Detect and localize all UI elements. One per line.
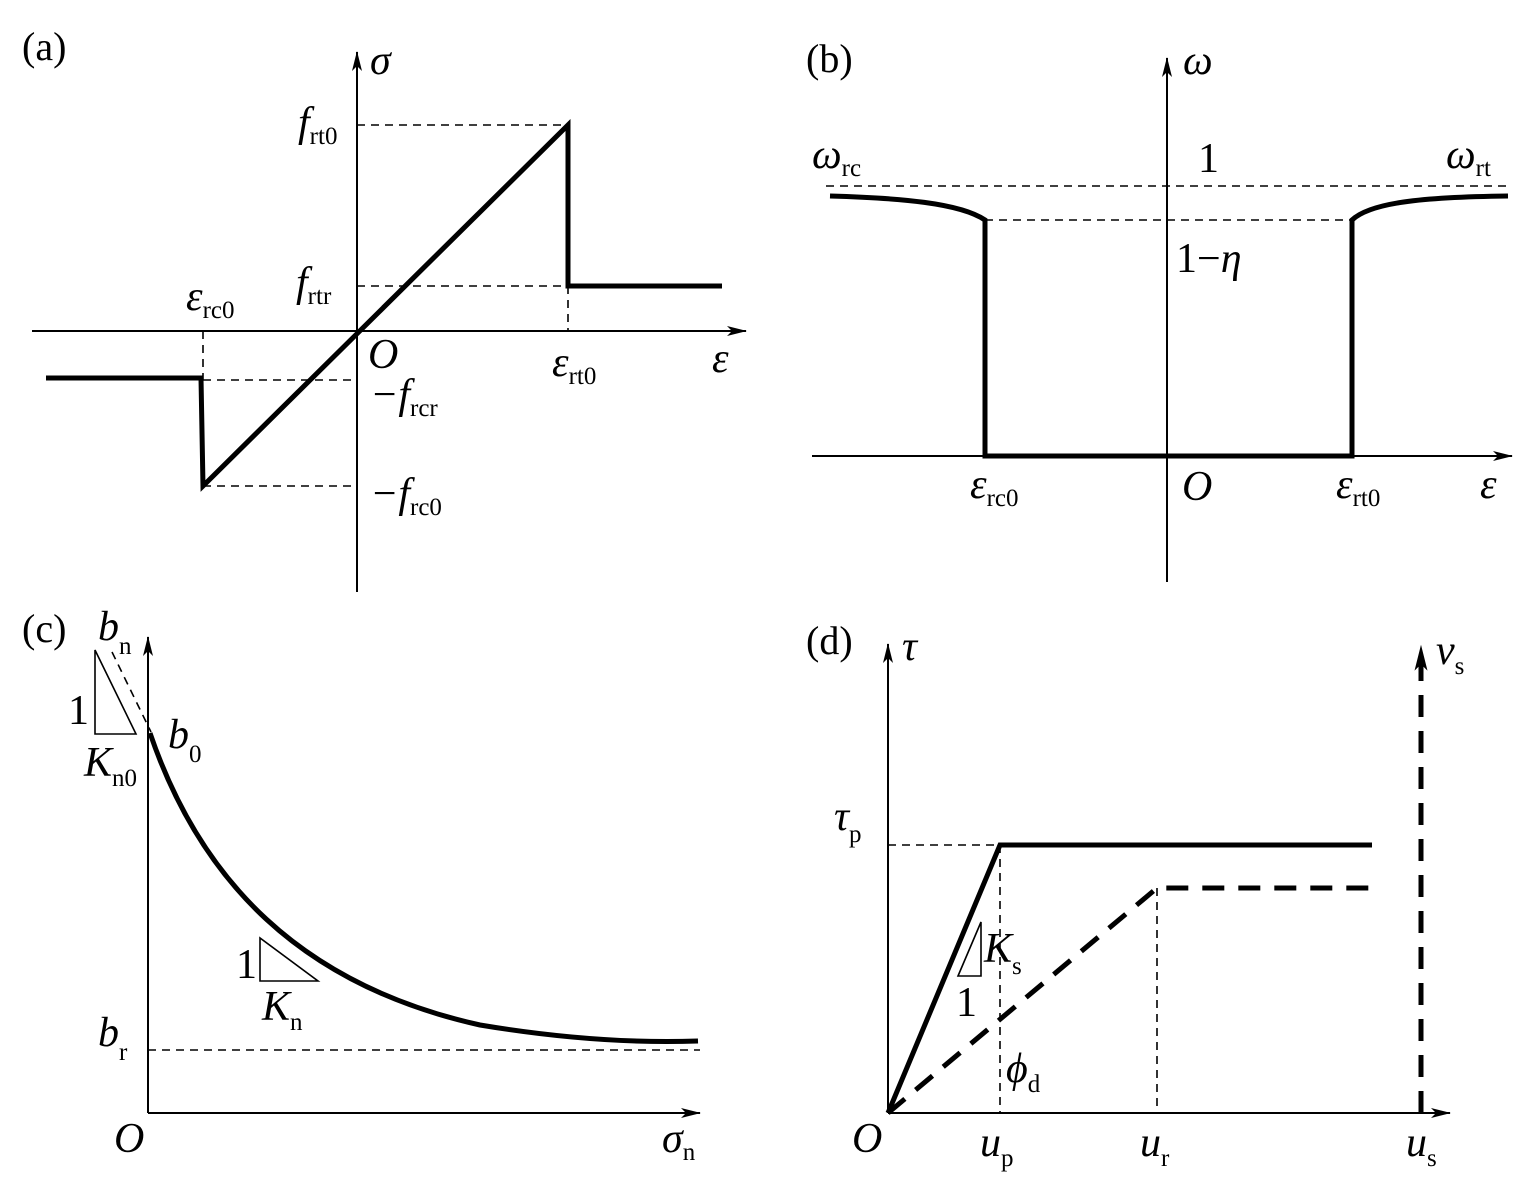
panel-c-origin: O [114, 1116, 144, 1162]
panel-c-label-one-top: 1 [68, 688, 89, 734]
panel-a-label-neg-f-rcr: −frcr [370, 372, 438, 422]
panel-b-label-eps-rt0: εrt0 [1336, 462, 1380, 512]
panel-d-label-one: 1 [956, 980, 977, 1026]
panel-c-slope-triangle-Kn0 [94, 649, 138, 735]
panel-d-label-u-s: us [1406, 1120, 1437, 1172]
panel-b-label-one: 1 [1198, 136, 1219, 182]
panel-b-origin: O [1182, 464, 1212, 510]
panel-c-aperture-curve [147, 732, 699, 1045]
panel-a-label-eps-rc0: εrc0 [186, 274, 234, 324]
panel-c-slope-triangle-Kn [259, 936, 321, 982]
panel-b-label-omega-rc: ωrc [812, 132, 861, 182]
panel-c-label-b-0: b0 [168, 712, 202, 768]
panel-c-label-one-mid: 1 [236, 942, 257, 988]
panel-b-tag: (b) [806, 36, 853, 81]
panel-b-label-omega-rt: ωrt [1446, 132, 1491, 182]
panel-c: (c) σn O bn b0 br Kn0 Kn 1 1 [22, 604, 701, 1166]
panel-a: (a) σ ε O frt0 frtr −frcr −frc0 εrc0 εrt… [22, 24, 747, 592]
panel-a-x-axis-label: ε [712, 336, 729, 382]
panel-c-label-b-n: bn [98, 604, 132, 660]
panel-d-tag: (d) [806, 618, 853, 663]
panel-c-label-b-r: br [98, 1010, 128, 1066]
panel-c-initial-tangent [111, 651, 152, 733]
panel-a-tag: (a) [22, 24, 66, 69]
panel-d-slope-triangle-Ks [956, 921, 982, 977]
panel-a-label-eps-rt0: εrt0 [552, 340, 596, 390]
panel-d-label-v-s: vs [1436, 628, 1464, 680]
panel-d-y-axis-label: τ [902, 624, 919, 670]
panel-a-label-f-rt0: frt0 [298, 100, 337, 150]
panel-b-label-one-minus-eta: 1−η [1176, 236, 1242, 282]
panel-d-label-tau-p: τp [834, 794, 862, 848]
panel-c-tag: (c) [22, 606, 66, 651]
panel-c-x-axis-label: σn [662, 1116, 696, 1166]
panel-b-y-axis-label: ω [1183, 38, 1213, 84]
panel-a-y-axis-label: σ [370, 38, 393, 84]
panel-d-label-u-p: up [980, 1120, 1014, 1172]
panel-d: (d) τ O τp vs Ks 1 ϕd up ur us [806, 618, 1464, 1172]
panel-d-residual-curve [886, 885, 1372, 1115]
panel-b: (b) ω ε O 1 1−η ωrc ωrt εrc0 εrt0 [806, 36, 1513, 582]
panel-d-label-phi-d: ϕd [1006, 1046, 1041, 1098]
panel-a-label-f-rtr: frtr [296, 260, 332, 310]
panel-a-stress-curve [46, 119, 722, 492]
panel-b-damage-curve [829, 193, 1509, 459]
panel-b-x-axis-label: ε [1480, 462, 1497, 508]
panel-a-origin: O [368, 332, 398, 378]
panel-c-label-K-n: Kn [261, 984, 303, 1036]
panel-d-label-u-r: ur [1140, 1120, 1170, 1172]
panel-c-label-K-n0: Kn0 [83, 740, 137, 792]
panel-a-label-neg-f-rc0: −frc0 [370, 471, 442, 521]
panel-d-label-K-s: Ks [983, 926, 1022, 980]
panel-d-origin: O [852, 1116, 882, 1162]
panel-b-label-eps-rc0: εrc0 [970, 462, 1018, 512]
panel-d-shear-stress-curve [885, 842, 1372, 1114]
